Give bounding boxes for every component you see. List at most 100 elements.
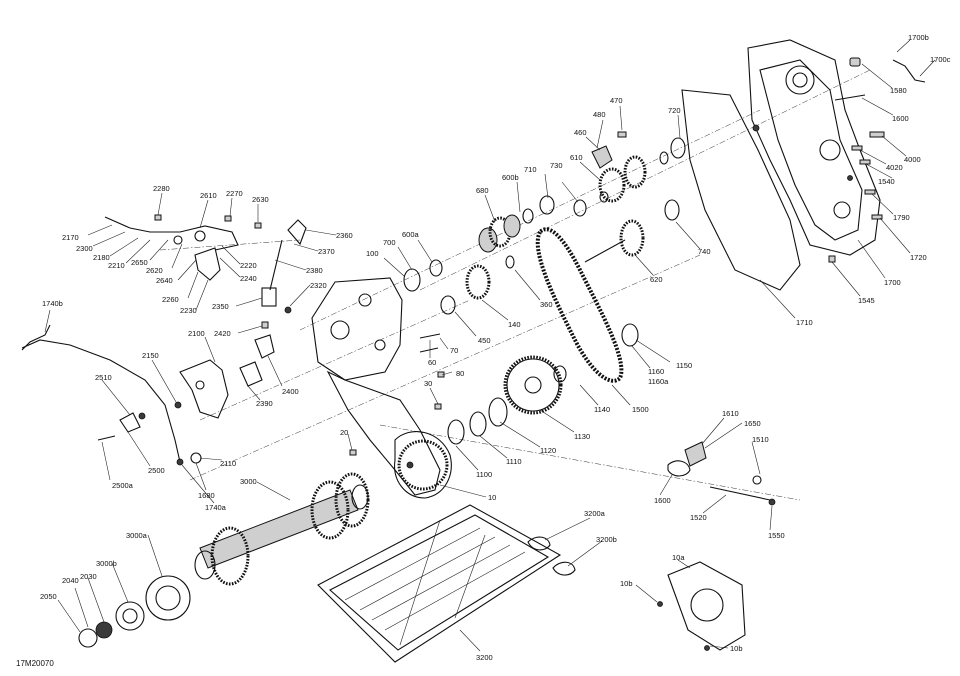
callout-1600: 1600 [892,114,909,123]
callout-710: 710 [524,165,537,174]
callout-2510: 2510 [95,373,112,382]
callout-2230: 2230 [180,306,197,315]
sensor-and-shaft [667,441,776,506]
drive-axle [194,472,370,586]
callout-2270: 2270 [226,189,243,198]
callout-3200: 3200 [476,653,493,662]
callout-2180: 2180 [93,253,110,262]
callout-1720: 1720 [910,253,927,262]
callout-1130: 1130 [574,432,590,441]
callout-1110: 1110 [506,457,522,466]
lower-shaft-gears [403,199,680,315]
callout-2210: 2210 [108,261,125,270]
callout-1700b: 1700b [908,33,929,42]
callout-10a: 10a [672,553,685,562]
callout-2360: 2360 [336,231,353,240]
cover-plate [657,561,746,651]
callout-1700c: 1700c [930,55,951,64]
callout-460: 460 [574,128,587,137]
cover-gasket [681,89,801,291]
callout-470: 470 [610,96,623,105]
callout-1790: 1790 [893,213,910,222]
callout-2500a: 2500a [112,481,134,490]
cables [21,324,202,466]
callout-700: 700 [383,238,396,247]
drawing-code: 17M20070 [16,659,54,668]
callout-labels: 1700b 1700c 1580 1600 4000 4020 1540 179… [40,33,951,662]
callout-2350: 2350 [212,302,229,311]
callout-3200a: 3200a [584,509,606,518]
callout-4020: 4020 [886,163,903,172]
callout-600a: 600a [402,230,420,239]
large-sprocket [447,323,639,445]
callout-1545: 1545 [858,296,875,305]
callout-1160a: 1160a [648,377,669,386]
shift-linkage [104,214,262,281]
callout-600b: 600b [502,173,519,182]
callout-3000b: 3000b [96,559,117,568]
callout-2320: 2320 [310,281,327,290]
callout-1700: 1700 [884,278,901,287]
callout-1500: 1500 [632,405,649,414]
callout-1520: 1520 [690,513,707,522]
callout-4000: 4000 [904,155,921,164]
callout-2630: 2630 [252,195,269,204]
callout-10b-bottom: 10b [730,644,743,653]
callout-1540: 1540 [878,177,895,186]
callout-2240: 2240 [240,274,257,283]
callout-2150: 2150 [142,351,159,360]
callout-1680: 1680 [198,491,215,500]
leader-lines [44,39,936,652]
callout-80: 80 [456,369,464,378]
callout-1610: 1610 [722,409,739,418]
callout-2100: 2100 [188,329,205,338]
drive-chain [535,227,624,383]
callout-2110: 2110 [220,459,236,468]
bracket-2100 [174,359,263,419]
callout-10b-left: 10b [620,579,633,588]
callout-1740a: 1740a [205,503,227,512]
callout-1600-lower: 1600 [654,496,671,505]
callout-2400: 2400 [282,387,299,396]
upper-shaft-gears [478,131,686,253]
right-hardware [828,57,926,263]
track-cleats [317,504,576,663]
case-hardware [349,333,445,456]
callout-2500: 2500 [148,466,165,475]
callout-1510: 1510 [752,435,769,444]
callout-610: 610 [570,153,583,162]
callout-730: 730 [550,161,563,170]
callout-2650: 2650 [131,258,148,267]
callout-2610: 2610 [200,191,217,200]
callout-1160: 1160 [648,367,664,376]
callout-720: 720 [668,106,681,115]
callout-2260: 2260 [162,295,179,304]
callout-2620: 2620 [146,266,163,275]
callout-1550: 1550 [768,531,785,540]
shift-lever [254,219,307,359]
callout-70: 70 [450,346,458,355]
callout-1580: 1580 [890,86,907,95]
callout-2170: 2170 [62,233,79,242]
callout-2370: 2370 [318,247,335,256]
callout-20: 20 [340,428,348,437]
callout-30: 30 [424,379,432,388]
callout-740: 740 [698,247,711,256]
drive-sprocket-lower [394,431,452,499]
gearbox-cover [747,39,881,256]
gear-case [311,277,441,496]
callout-2040: 2040 [62,576,79,585]
callout-1740b: 1740b [42,299,63,308]
callout-480: 480 [593,110,606,119]
callout-3000: 3000 [240,477,257,486]
callout-360: 360 [540,300,553,309]
callout-1120: 1120 [540,446,556,455]
callout-2280: 2280 [153,184,170,193]
callout-60: 60 [428,358,436,367]
callout-1650: 1650 [744,419,761,428]
callout-680: 680 [476,186,489,195]
callout-3200b: 3200b [596,535,617,544]
callout-1150: 1150 [676,361,692,370]
callout-1100: 1100 [476,470,492,479]
